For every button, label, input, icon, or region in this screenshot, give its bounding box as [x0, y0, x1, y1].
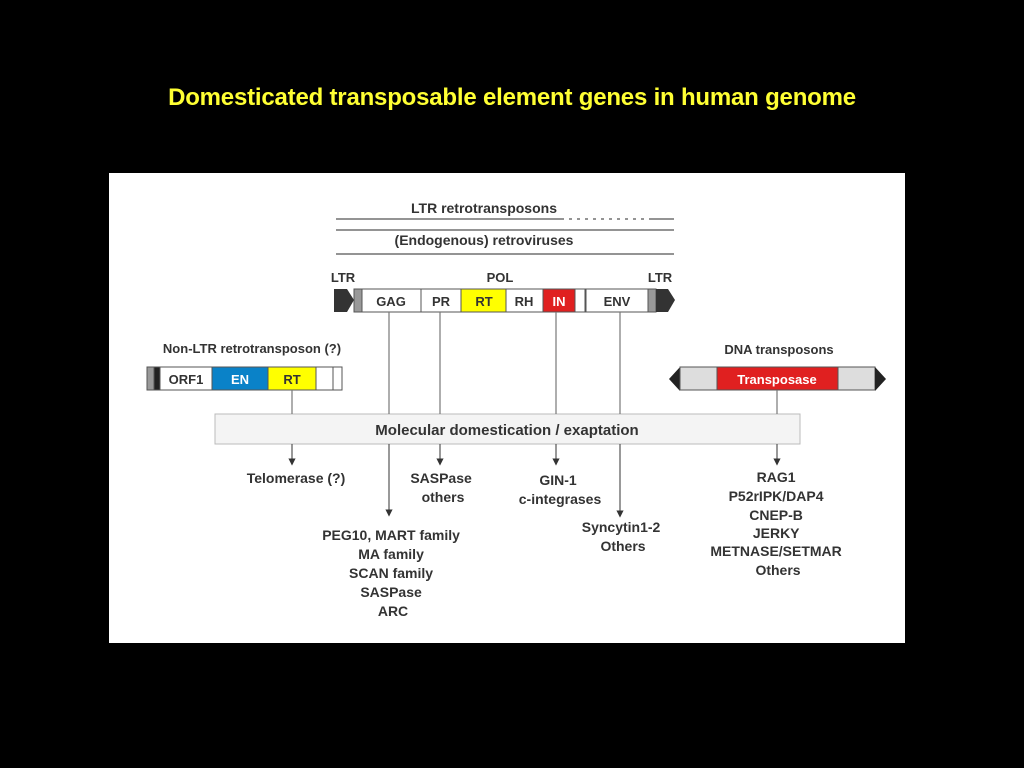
saspase-line2: others [422, 489, 465, 505]
slide-title: Domesticated transposable element genes … [168, 84, 856, 111]
ltr-left-label: LTR [331, 270, 356, 285]
domestication-label: Molecular domestication / exaptation [375, 422, 638, 439]
saspase-line1: SASPase [410, 470, 472, 486]
syncytin-group: Syncytin1-2 Others [582, 519, 664, 554]
peg10-line4: SASPase [360, 584, 422, 600]
dna-transposon-structure [669, 366, 886, 391]
peg10-line2: MA family [358, 546, 424, 562]
peg10-group: PEG10, MART family MA family SCAN family… [322, 527, 464, 619]
gin1-group: GIN-1 c-integrases [519, 472, 602, 507]
gag-label: GAG [376, 294, 406, 309]
pr-label: PR [432, 294, 451, 309]
telomerase-label: Telomerase (?) [247, 470, 346, 486]
transposase-label: Transposase [737, 372, 817, 387]
saspase-group: SASPase others [410, 470, 475, 505]
in-label: IN [553, 294, 566, 309]
endogenous-retroviruses-label: (Endogenous) retroviruses [395, 232, 574, 248]
non-ltr-rt-label: RT [283, 372, 300, 387]
syncytin-line2: Others [600, 538, 645, 554]
pol-label: POL [487, 270, 514, 285]
peg10-line3: SCAN family [349, 565, 433, 581]
gin1-line1: GIN-1 [539, 472, 577, 488]
rh-label: RH [515, 294, 534, 309]
peg10-line5: ARC [378, 603, 408, 619]
peg10-line1: PEG10, MART family [322, 527, 460, 543]
rag1-line2: P52rIPK/DAP4 [729, 488, 824, 504]
orf1-label: ORF1 [169, 372, 204, 387]
dna-transposons-title: DNA transposons [724, 342, 833, 357]
env-label: ENV [604, 294, 631, 309]
rag1-line1: RAG1 [757, 469, 796, 485]
non-ltr-gene-structure [146, 366, 343, 391]
retrovirus-gene-structure [334, 288, 675, 313]
non-ltr-title: Non-LTR retrotransposon (?) [163, 341, 341, 356]
domestication-bar [214, 413, 801, 445]
rt-label: RT [475, 294, 492, 309]
ltr-retrotransposons-label: LTR retrotransposons [411, 200, 557, 216]
rag1-group: RAG1 P52rIPK/DAP4 CNEP-B JERKY METNASE/S… [710, 469, 845, 578]
rag1-line6: Others [755, 562, 800, 578]
transposable-elements-diagram: LTR retrotransposons (Endogenous) retrov… [146, 200, 886, 619]
rag1-line3: CNEP-B [749, 507, 803, 523]
gin1-line2: c-integrases [519, 491, 602, 507]
syncytin-line1: Syncytin1-2 [582, 519, 661, 535]
ltr-right-label: LTR [648, 270, 673, 285]
rag1-line4: JERKY [753, 525, 800, 541]
rag1-line5: METNASE/SETMAR [710, 543, 841, 559]
en-label: EN [231, 372, 249, 387]
diagram-panel: LTR retrotransposons (Endogenous) retrov… [109, 173, 905, 643]
